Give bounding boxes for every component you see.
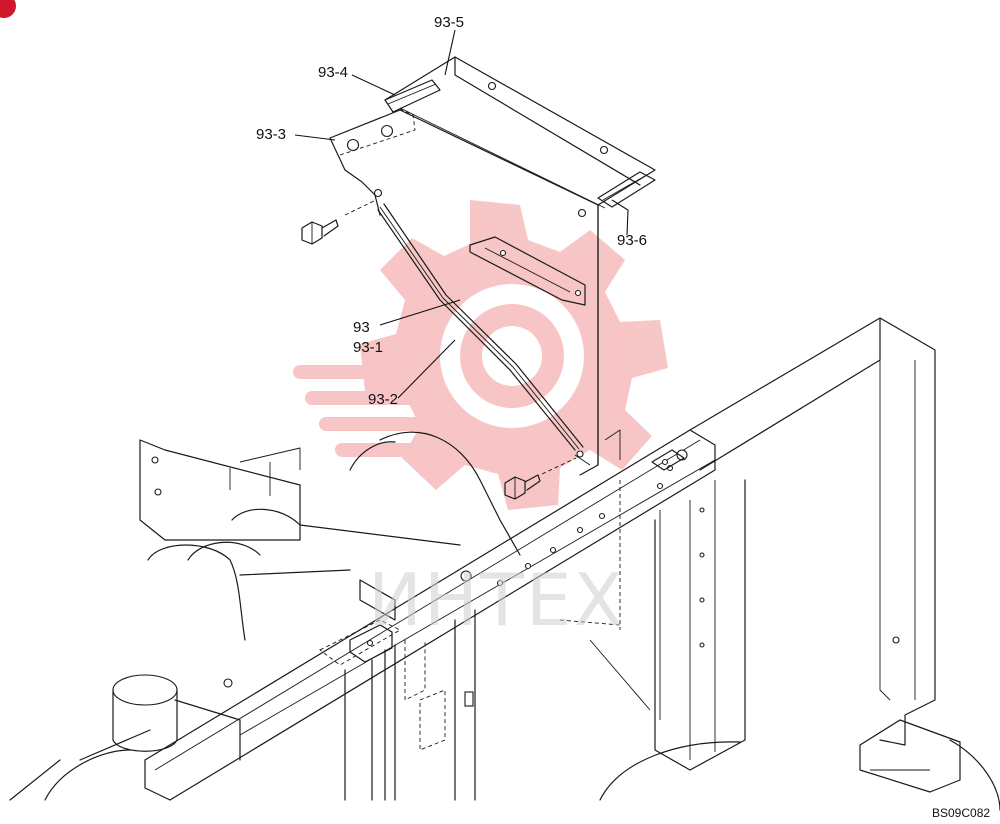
- watermark-logo-icon: [293, 200, 668, 510]
- drawing-code: BS09C082: [932, 806, 990, 820]
- bolt-lower-icon: [504, 474, 541, 500]
- cover-plate-93: [329, 56, 656, 476]
- callout-labels: 93-5 93-4 93-3 93-6 93 93-1 93-2: [256, 14, 647, 408]
- callout-93-2: 93-2: [368, 391, 398, 408]
- rubber-strip-93-4: [384, 79, 441, 113]
- callout-93-1: 93-1: [353, 339, 383, 356]
- callout-93-5: 93-5: [434, 14, 464, 31]
- bolt-upper-icon: [301, 219, 339, 245]
- callout-93-6: 93-6: [617, 232, 647, 249]
- callout-93-3: 93-3: [256, 126, 286, 143]
- callout-93: 93: [353, 319, 370, 336]
- callout-93-4: 93-4: [318, 64, 348, 81]
- rubber-strip-93-6: [597, 171, 656, 208]
- watermark-text: ИНТЕХ: [368, 558, 625, 642]
- machine-frame: [9, 317, 1000, 811]
- corner-badge-icon: [0, 0, 16, 18]
- leader-lines: [294, 29, 629, 399]
